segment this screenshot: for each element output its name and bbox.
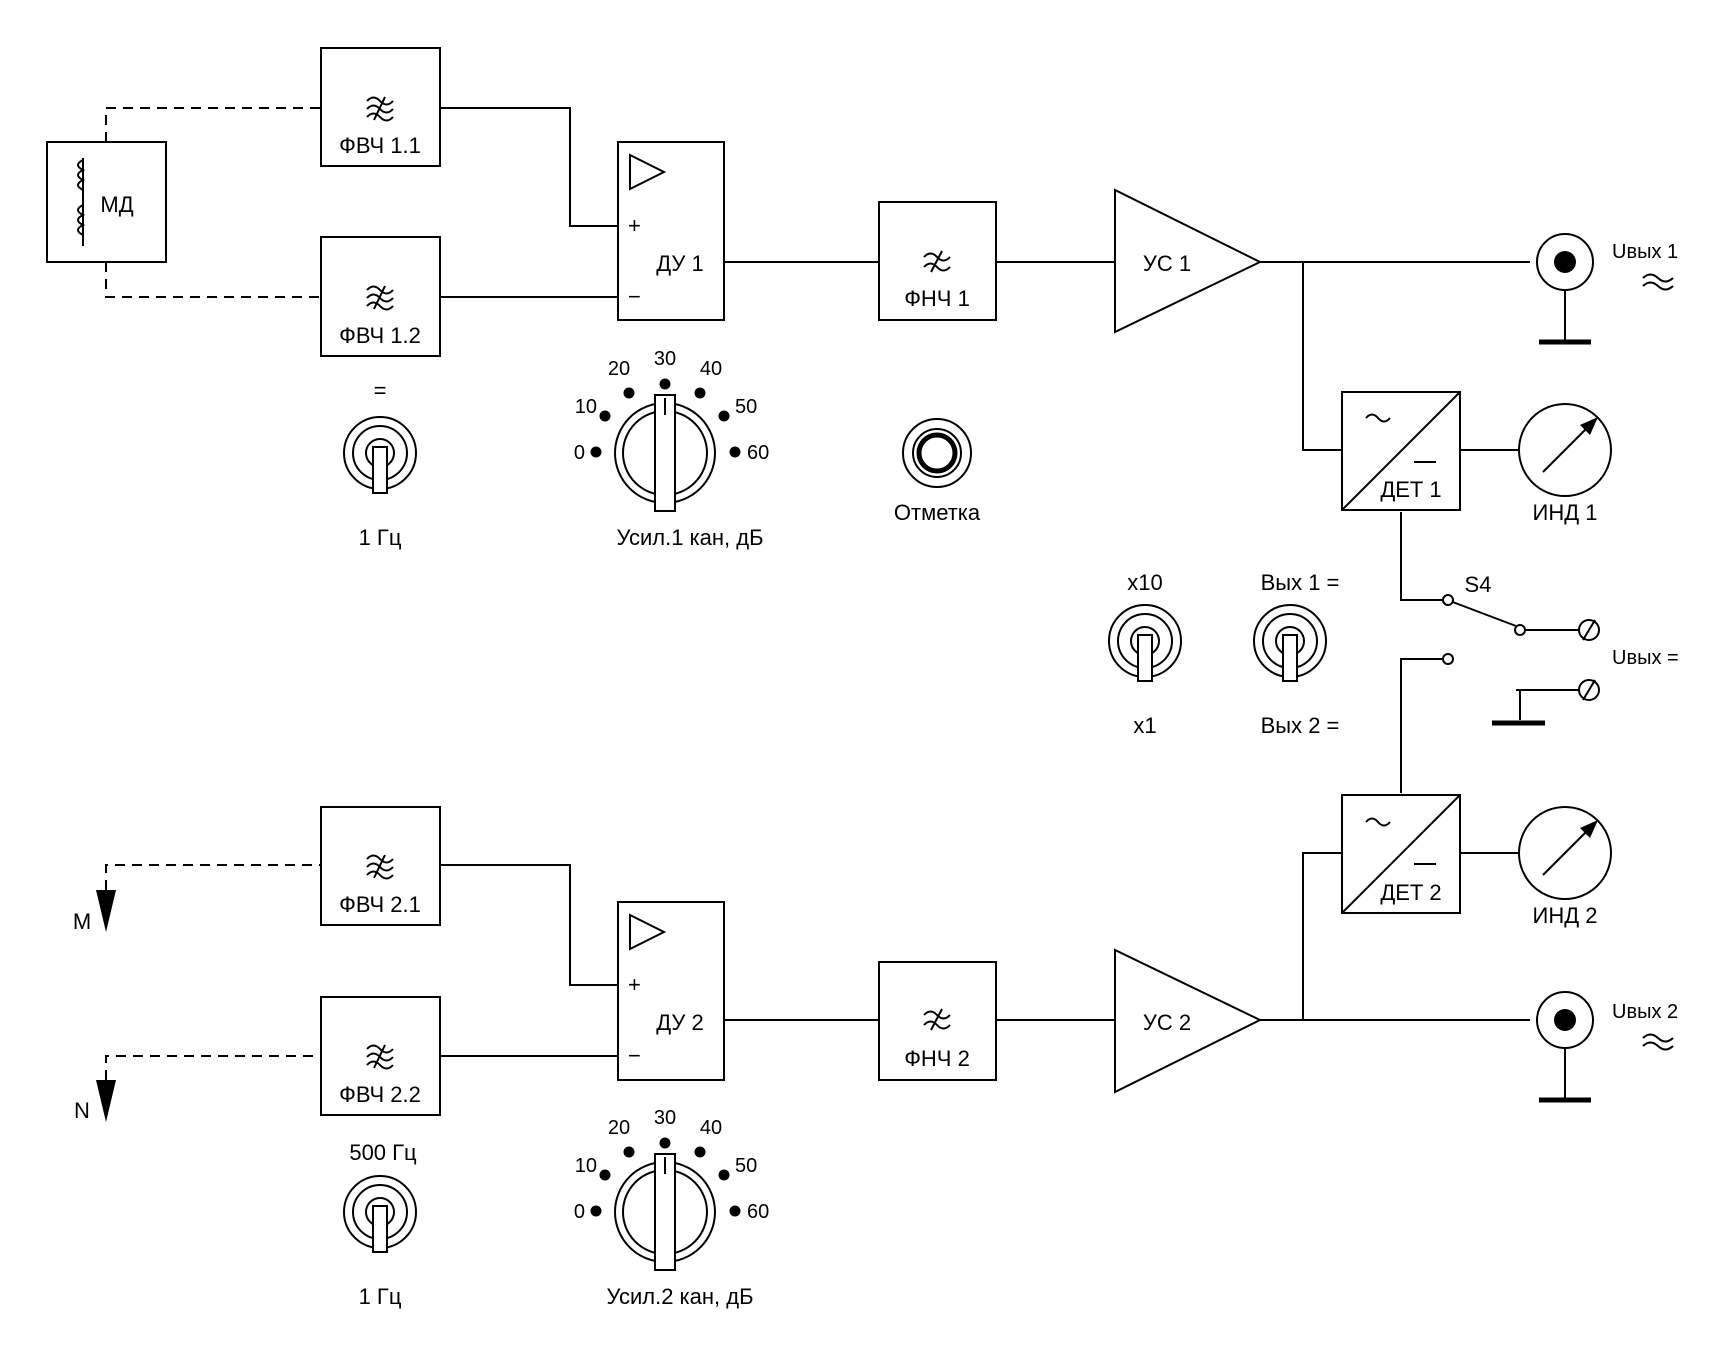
md-label: МД [100,192,133,217]
meter-icon [1518,806,1612,900]
hpf-1-1-block: ФВЧ 1.1 [320,47,441,167]
hpf-1-switch-top: = [374,378,387,403]
hpf-2-2-block: ФВЧ 2.2 [320,996,441,1116]
diff-amp-1-block: + − ДУ 1 [617,141,725,321]
output-select-top: Вых 1 = [1261,570,1340,595]
diff-amp-1-minus: − [628,284,641,309]
input-m-label: M [73,909,91,934]
dc-output-terminals[interactable]: Uвых = [1578,619,1679,701]
s4-label: S4 [1465,572,1492,597]
toggle-switch-icon [1253,604,1327,682]
lpf-2-label: ФНЧ 2 [904,1046,970,1071]
hpf-1-switch-bottom: 1 Гц [359,525,402,550]
gain-2-scale-40: 40 [700,1117,722,1139]
ind-2-meter: ИНД 2 [1518,806,1612,928]
hpf-1-1-label: ФВЧ 1.1 [339,133,421,158]
output-select-bottom: Вых 2 = [1261,713,1340,738]
det-2-label: ДЕТ 2 [1380,880,1441,905]
gain-1-knob[interactable]: 0 10 20 30 40 50 60 Усил.1 кан, дБ [574,348,769,550]
gain-2-scale-50: 50 [735,1155,757,1177]
lpf-2-block: ФНЧ 2 [878,961,997,1081]
rotary-knob-icon [614,394,716,512]
gain-2-scale-30: 30 [654,1107,676,1129]
det-2-block: ДЕТ 2 [1341,794,1461,914]
det-1-block: ДЕТ 1 [1341,391,1461,511]
bnc-connector-icon [1537,992,1593,1100]
switch-s4[interactable]: S4 [1442,572,1526,665]
hpf-2-1-label: ФВЧ 2.1 [339,892,421,917]
diff-amp-1-label: ДУ 1 [656,251,703,276]
hpf-1-switch[interactable]: = 1 Гц [343,378,417,550]
amplifier-icon [629,913,667,951]
dc-output-label: Uвых = [1612,647,1679,669]
toggle-switch-icon [1108,604,1182,682]
amp-1-triangle: УС 1 [1114,188,1263,334]
output-select-switch[interactable]: Вых 1 = Вых 2 = [1253,570,1340,738]
lpf-1-label: ФНЧ 1 [904,286,970,311]
meter-icon [1518,403,1612,497]
amp-2-triangle: УС 2 [1114,948,1263,1094]
terminal-icon [1578,679,1600,701]
range-switch-bottom: x1 [1133,713,1156,738]
bnc-connector-icon [1537,234,1593,342]
gain-2-knob[interactable]: 0 10 20 30 40 50 60 Усил.2 кан, дБ [574,1107,769,1309]
hpf-2-1-block: ФВЧ 2.1 [320,806,441,926]
gain-2-scale-20: 20 [608,1117,630,1139]
amplifier-icon [629,153,667,191]
diff-amp-2-block: + − ДУ 2 [617,901,725,1081]
output-1-connector[interactable]: Uвых 1 [1537,234,1678,342]
diff-amp-2-minus: − [628,1043,641,1068]
gain-2-label: Усил.2 кан, дБ [606,1284,753,1309]
gain-1-scale-0: 0 [574,442,585,464]
output-2-label: Uвых 2 [1612,1001,1678,1023]
range-switch[interactable]: x10 x1 [1108,570,1182,738]
amp-1-label: УС 1 [1143,251,1191,276]
ind-1-label: ИНД 1 [1533,500,1598,525]
gain-1-scale-10: 10 [575,396,597,418]
ind-2-label: ИНД 2 [1533,903,1598,928]
hpf-2-switch-bottom: 1 Гц [359,1284,402,1309]
det-1-label: ДЕТ 1 [1380,477,1441,502]
toggle-switch-icon [343,1175,417,1253]
arrow-down-icon [96,1080,116,1122]
input-m: M [73,890,116,934]
hpf-2-switch[interactable]: 500 Гц 1 Гц [343,1140,417,1309]
gain-1-scale-60: 60 [747,442,769,464]
hpf-1-2-block: ФВЧ 1.2 [320,236,441,357]
gain-2-scale-10: 10 [575,1155,597,1177]
md-sensor-block: МД [46,141,167,263]
output-2-connector[interactable]: Uвых 2 [1537,992,1678,1100]
diff-amp-2-plus: + [628,972,641,997]
gain-2-scale-0: 0 [574,1201,585,1223]
gain-1-scale-40: 40 [700,358,722,380]
gain-2-scale-60: 60 [747,1201,769,1223]
input-n-label: N [74,1098,90,1123]
gain-1-scale-50: 50 [735,396,757,418]
amp-2-label: УС 2 [1143,1010,1191,1035]
hpf-2-2-label: ФВЧ 2.2 [339,1082,421,1107]
marker-button-label: Отметка [894,500,981,525]
range-switch-top: x10 [1127,570,1162,595]
ac-symbol-icon [1642,1033,1674,1051]
ac-symbol-icon [1642,273,1674,291]
arrow-down-icon [96,890,116,932]
hpf-2-switch-top: 500 Гц [349,1140,417,1165]
hpf-1-2-label: ФВЧ 1.2 [339,323,421,348]
terminal-icon [1578,619,1600,641]
wires [105,107,1582,1080]
ind-1-meter: ИНД 1 [1518,403,1612,525]
diff-amp-1-plus: + [628,213,641,238]
toggle-switch-icon [343,416,417,494]
lpf-1-block: ФНЧ 1 [878,201,997,321]
output-1-label: Uвых 1 [1612,241,1678,263]
marker-button[interactable]: Отметка [894,418,981,525]
rotary-knob-icon [614,1153,716,1271]
gain-1-scale-30: 30 [654,348,676,370]
input-n: N [74,1080,116,1123]
gain-1-label: Усил.1 кан, дБ [616,525,763,550]
diff-amp-2-label: ДУ 2 [656,1010,703,1035]
gain-1-scale-20: 20 [608,358,630,380]
